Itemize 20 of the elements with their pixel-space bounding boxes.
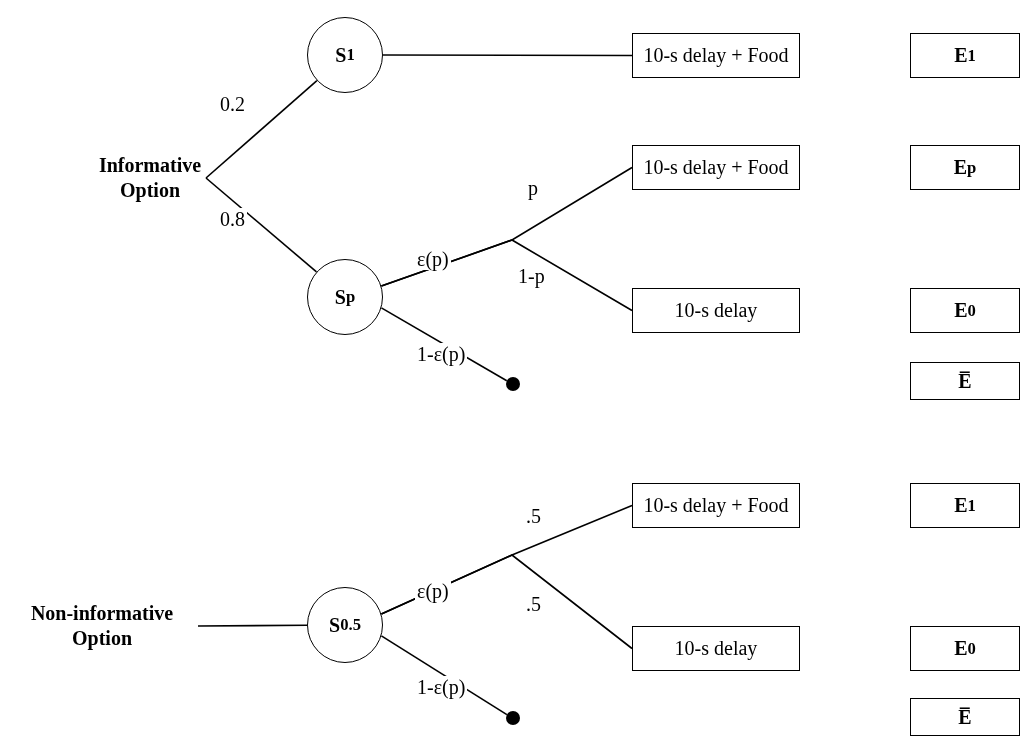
end-dot xyxy=(506,377,520,391)
outcome-box: 10-s delay xyxy=(632,288,800,333)
branch-line xyxy=(197,624,308,627)
event-box: E̅ xyxy=(910,362,1020,400)
probability-label: ε(p) xyxy=(415,248,451,270)
branch-line xyxy=(205,177,318,273)
branch-line xyxy=(205,79,318,179)
branch-line xyxy=(382,54,633,57)
edge-label: 1-ε(p) xyxy=(415,343,468,365)
option-label: Informative Option xyxy=(90,152,210,204)
branch-line xyxy=(380,239,633,312)
end-dot xyxy=(506,711,520,725)
outcome-box: 10-s delay + Food xyxy=(632,33,800,78)
event-box: E̅ xyxy=(910,698,1020,736)
edge-label: 1-ε(p) xyxy=(415,676,468,698)
outcome-box: 10-s delay xyxy=(632,626,800,671)
outcome-box: 10-s delay + Food xyxy=(632,145,800,190)
option-label: Non-informative Option xyxy=(2,600,202,652)
probability-label: ε(p) xyxy=(415,580,451,602)
outcome-box: 10-s delay + Food xyxy=(632,483,800,528)
